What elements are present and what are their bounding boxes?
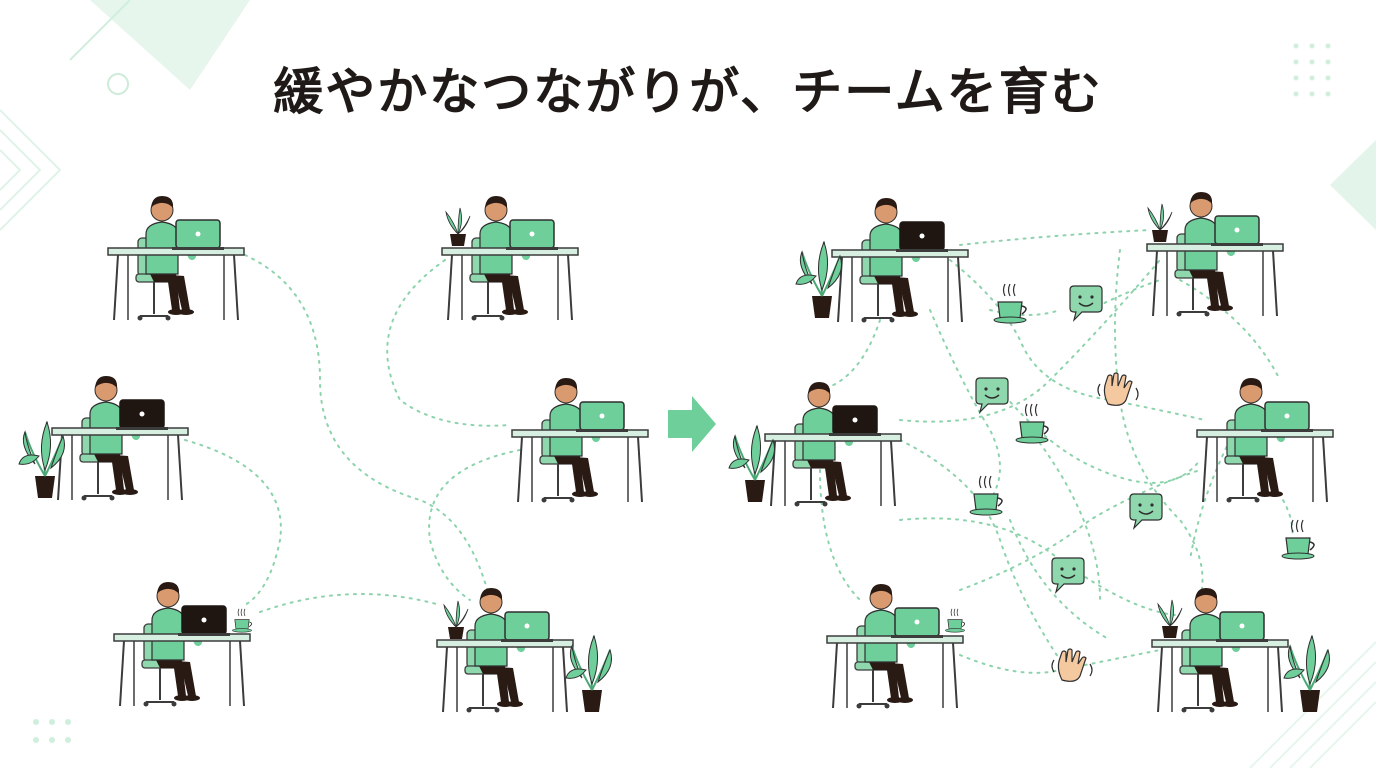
workstation-left-2 (52, 376, 188, 501)
coffee-left-3 (231, 608, 253, 633)
coffee-cup-icon (1281, 519, 1315, 560)
workstation-right-1 (832, 198, 968, 323)
plant-left-4 (445, 207, 471, 247)
right-workstations (728, 192, 1333, 713)
coffee-cup-icon (993, 283, 1027, 324)
plant-right-6-big (1283, 635, 1331, 713)
left-connections (184, 254, 521, 613)
right-arrow-icon (668, 396, 716, 452)
workstation-left-1 (108, 196, 244, 321)
plant-left-6-small (443, 600, 469, 640)
left-workstations (18, 196, 648, 713)
smiling-chat-bubble-icon (1051, 557, 1085, 593)
workstation-right-2 (1147, 192, 1283, 317)
smiling-chat-bubble-icon (1129, 493, 1163, 529)
coffee-right-5 (944, 608, 966, 633)
workstation-left-5 (512, 378, 648, 503)
workstation-right-4 (1197, 378, 1333, 503)
coffee-cup-icon (1015, 403, 1049, 444)
smiling-chat-bubble-icon (1069, 285, 1103, 321)
coffee-cup-icon (969, 475, 1003, 516)
workstation-right-5 (827, 584, 963, 709)
workstation-left-4 (442, 196, 578, 321)
page-title: 緩やかなつながりが、チームを育む (273, 63, 1103, 121)
plant-left-6 (565, 635, 613, 713)
waving-hand-icon (1097, 372, 1139, 406)
plant-right-6 (1157, 599, 1183, 639)
workstation-left-3 (114, 582, 250, 707)
workstation-right-3 (765, 382, 901, 507)
smiling-chat-bubble-icon (975, 377, 1009, 413)
plant-right-2 (1147, 203, 1173, 243)
